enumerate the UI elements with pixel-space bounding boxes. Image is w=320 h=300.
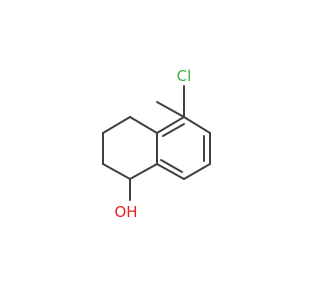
bond-c4a-c4 (129, 116, 158, 134)
hydroxyl-label: OH (114, 203, 137, 221)
bond-c4-c3 (102, 116, 131, 134)
bond-c7-c8 (183, 163, 211, 180)
canvas-background (0, 0, 300, 300)
bond-c4a-c5-full (156, 116, 185, 134)
bond-c1-c8a (129, 163, 158, 180)
bond-group (102, 85, 211, 201)
bond-c8-c8a-inner (160, 159, 183, 173)
bond-c4a-c5-inner (162, 123, 185, 137)
molecule-structure: Cl OH (0, 0, 300, 300)
bond-c5-c6 (183, 116, 211, 134)
bond-c2-c1 (102, 163, 131, 180)
chlorine-label: Cl (177, 67, 192, 85)
bond-c8-c8a (156, 163, 185, 180)
bond-c4a-c5 (156, 101, 185, 118)
